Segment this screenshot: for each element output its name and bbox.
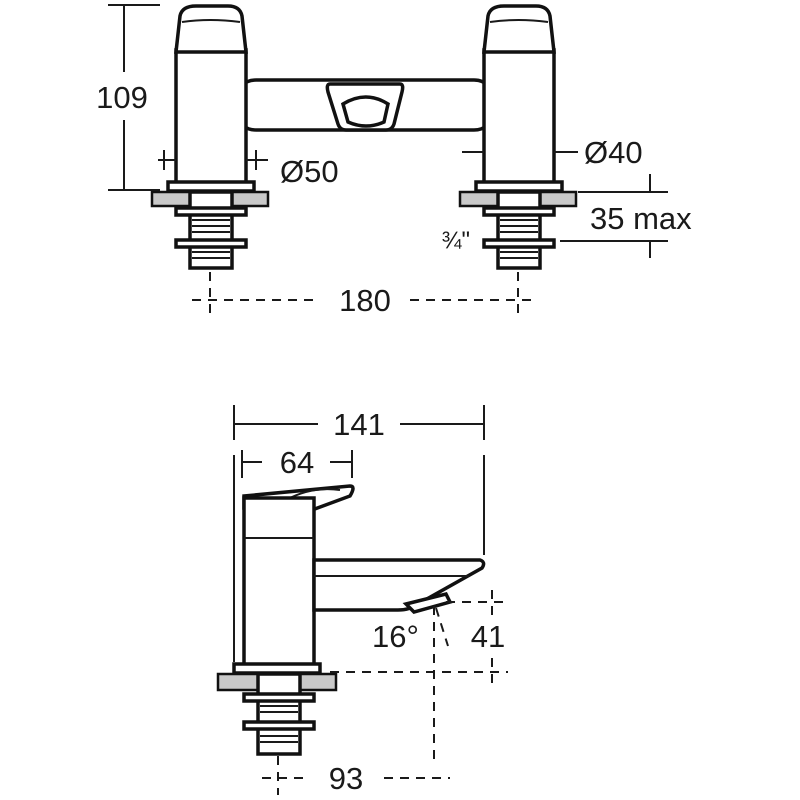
spout-angle-label: 16° [372,619,419,654]
side-nut [242,720,316,731]
spout-angle-dimension [433,606,449,760]
right-pillar [482,48,556,187]
side-spout [312,558,486,612]
spout-projection-label: 93 [329,761,363,796]
handle-reach-label: 64 [280,445,314,480]
spout-height-label: 41 [471,619,505,654]
left-thread [188,190,234,270]
side-flange [232,662,322,675]
right-flange [474,180,564,193]
right-washer [482,206,556,217]
deck-thickness-dimension [560,174,668,258]
right-diameter-label: Ø40 [584,135,643,170]
overall-depth-dimension [233,405,485,440]
left-flange [166,180,256,193]
left-washer [174,206,248,217]
left-diameter-dimension [158,150,268,170]
height-label: 109 [96,80,148,115]
bridge-outlet-inner [340,95,390,128]
side-body [242,496,316,668]
right-thread [496,190,542,270]
overall-depth-label: 141 [333,407,385,442]
side-thread [256,672,302,756]
front-view: 109 [96,4,692,320]
side-washer [242,692,316,703]
handle-reach-dimension [241,450,353,478]
left-handle [174,4,248,54]
right-handle [482,4,556,54]
spout-height-dimension [330,590,508,688]
right-nut [482,238,556,249]
centres-label: 180 [339,283,391,318]
spout-projection-dimension [262,756,450,795]
left-diameter-label: Ø50 [280,154,339,189]
centres-dimension [192,272,536,320]
height-dimension [108,4,160,191]
deck-thickness-label: 35 max [590,201,692,236]
thread-label: ¾" [441,227,470,254]
left-nut [174,238,248,249]
side-view: 141 64 [216,405,508,796]
left-pillar [174,48,248,187]
